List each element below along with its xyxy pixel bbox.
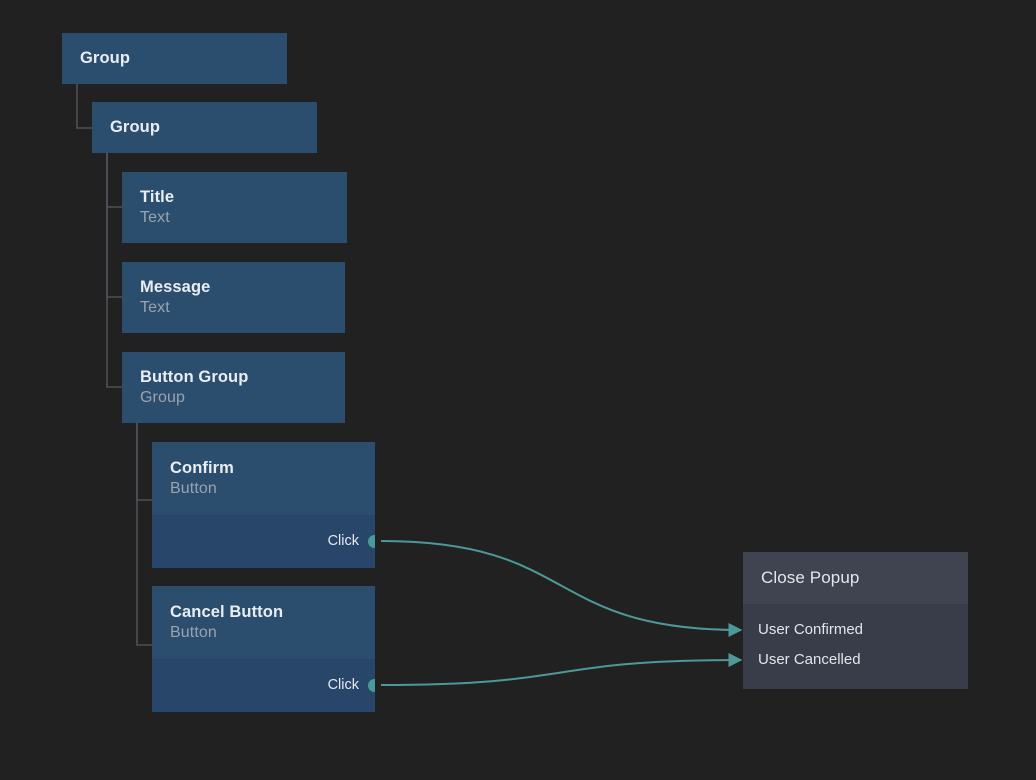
connection-edges <box>380 540 743 686</box>
output-port-label: Click <box>327 533 359 549</box>
output-port-dot[interactable] <box>368 678 375 692</box>
output-port-click[interactable]: Click <box>328 677 375 693</box>
node-body: Click <box>152 659 375 712</box>
node-title: Button Group <box>140 367 249 386</box>
edge-confirm-click-to-user-confirmed[interactable] <box>380 540 743 637</box>
output-port-dot[interactable] <box>368 534 375 548</box>
node-title: Title <box>140 187 175 206</box>
input-port-user-confirmed[interactable]: User Confirmed <box>758 621 863 639</box>
node-title: Cancel Button <box>170 602 284 621</box>
node-title: Message <box>140 277 211 296</box>
tree-link-root-group-to-child-group <box>76 84 92 129</box>
tree-link-button-group-to-cancel-button <box>136 423 152 646</box>
node-body: Click <box>152 515 375 568</box>
input-port-label: User Cancelled <box>758 651 861 668</box>
input-port-label: User Confirmed <box>758 621 864 638</box>
node-header: Close Popup <box>743 552 968 604</box>
output-port-label: Click <box>327 677 359 693</box>
node-title: Group <box>110 117 160 136</box>
tree-link-button-group-to-confirm-button <box>136 423 152 501</box>
node-type-label: Text <box>140 298 170 316</box>
node-title: Group <box>80 48 130 67</box>
edge-cancel-click-to-user-cancelled[interactable] <box>380 653 743 686</box>
node-type-label: Button <box>170 479 217 497</box>
tree-link-child-group-to-button-group <box>106 153 122 388</box>
node-header: Group <box>62 33 287 84</box>
node-header: Group <box>92 102 317 153</box>
input-port-user-cancelled[interactable]: User Cancelled <box>758 651 861 669</box>
node-type-label: Text <box>140 208 170 226</box>
node-title: Close Popup <box>761 568 860 588</box>
graph-node-root-group[interactable]: Group <box>62 33 287 84</box>
tree-link-child-group-to-message-text <box>106 153 122 298</box>
node-type-label: Group <box>140 388 185 406</box>
node-type-label: Button <box>170 623 217 641</box>
output-port-click[interactable]: Click <box>328 533 375 549</box>
graph-node-child-group[interactable]: Group <box>92 102 317 153</box>
tree-link-child-group-to-title-text <box>106 153 122 208</box>
node-title: Confirm <box>170 458 234 477</box>
